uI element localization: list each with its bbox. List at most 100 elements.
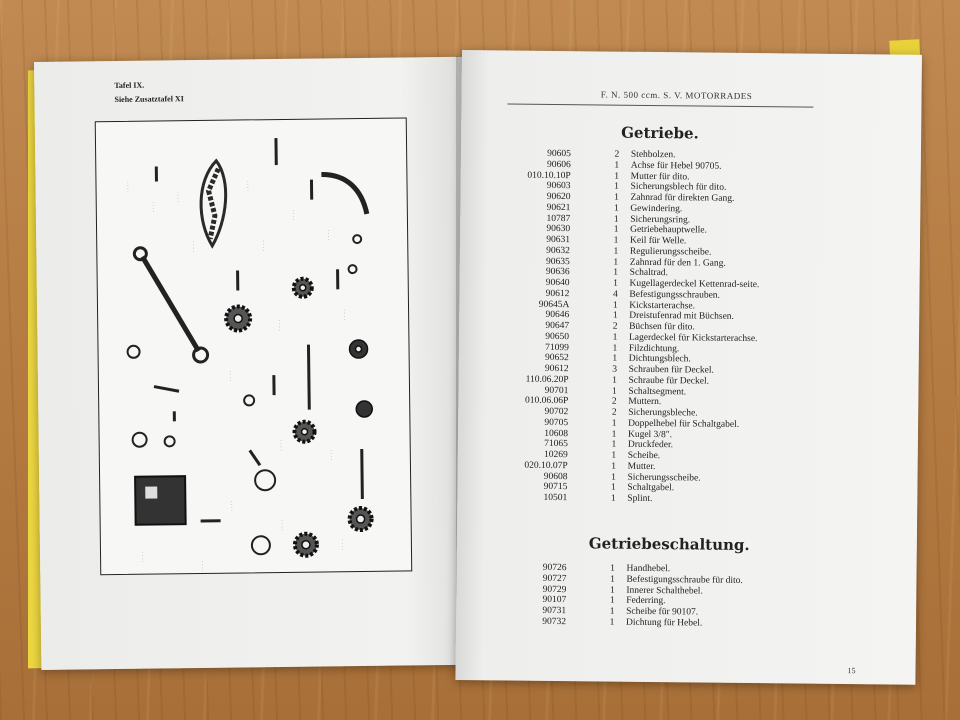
svg-text:· · · ·: · · · · — [341, 309, 347, 320]
part-quantity: 2 — [612, 321, 618, 332]
part-quantity: 4 — [613, 289, 618, 300]
part-description: Schaltgabel. — [627, 483, 675, 494]
running-header: F. N. 500 ccm. S. V. MOTORRADES — [600, 89, 753, 102]
part-description: Handhebel. — [626, 563, 671, 575]
part-description: Keil für Welle. — [629, 235, 687, 247]
part-quantity: 1 — [614, 160, 620, 171]
svg-text:· · · ·: · · · · — [290, 210, 296, 221]
right-page: F. N. 500 ccm. S. V. MOTORRADES Getriebe… — [455, 50, 922, 685]
part-quantity: 1 — [609, 617, 615, 628]
left-page: Tafel IX. Siehe Zusatztafel XI — [34, 56, 472, 670]
part-number-labels: · · · · · · · · · · · · · · · · · · · · … — [124, 180, 347, 572]
part-description: Druckfeder. — [627, 440, 674, 451]
part-description: Mutter. — [627, 461, 656, 472]
svg-text:· · · ·: · · · · — [278, 440, 284, 451]
svg-text:· · · ·: · · · · — [139, 552, 145, 563]
part-quantity: 1 — [612, 310, 618, 321]
part-description: Dichtung für Hebel. — [625, 617, 703, 629]
gear-drawings — [224, 276, 374, 558]
part-quantity: 1 — [613, 278, 618, 289]
svg-text:· · · ·: · · · · — [190, 241, 196, 252]
part-quantity: 1 — [612, 343, 618, 354]
part-quantity: 1 — [614, 192, 619, 203]
svg-text:· · · ·: · · · · — [325, 229, 331, 240]
part-description: Federring. — [626, 596, 666, 607]
section-title-getriebeschaltung: Getriebeschaltung. — [588, 534, 750, 555]
part-quantity: 1 — [613, 224, 619, 235]
part-quantity: 1 — [613, 246, 619, 257]
shaft-drawings — [153, 138, 364, 523]
part-description: Filzdichtung. — [628, 343, 680, 354]
page-number: 15 — [847, 666, 856, 676]
svg-text:· · · ·: · · · · — [124, 182, 130, 193]
part-quantity: 1 — [611, 461, 617, 472]
part-description: Sicherungsring. — [630, 214, 691, 225]
part-description: Innerer Schalthebel. — [626, 585, 703, 597]
svg-text:· · · ·: · · · · — [260, 240, 266, 251]
part-description: Regulierungsscheibe. — [629, 246, 712, 258]
part-quantity: 3 — [612, 364, 618, 375]
svg-text:· · · ·: · · · · — [279, 520, 285, 531]
svg-text:· · · ·: · · · · — [328, 449, 334, 460]
svg-text:· · · ·: · · · · — [175, 191, 181, 202]
part-description: Schraube für Deckel. — [628, 375, 710, 387]
exploded-parts-illustration: · · · · · · · · · · · · · · · · · · · · … — [94, 117, 413, 576]
part-quantity: 2 — [611, 407, 617, 418]
part-description: Scheibe für 90107. — [626, 606, 699, 618]
part-description: Büchsen für dito. — [629, 321, 695, 333]
part-quantity: 1 — [612, 300, 618, 311]
part-quantity: 2 — [614, 149, 620, 160]
part-quantity: 1 — [612, 375, 617, 386]
part-description: Getriebehauptwelle. — [630, 225, 707, 236]
supplement-note: Siehe Zusatztafel XI — [114, 94, 184, 105]
plate-label: Tafel IX. — [114, 80, 145, 91]
part-quantity: 1 — [614, 171, 620, 182]
part-description: Dichtungsblech. — [628, 354, 691, 365]
part-quantity: 1 — [612, 353, 618, 364]
part-quantity: 1 — [613, 214, 619, 225]
plate-heading: Tafel IX. Siehe Zusatztafel XI — [114, 78, 184, 107]
part-quantity: 1 — [611, 450, 617, 461]
part-quantity: 1 — [613, 203, 619, 214]
lever-drawing — [132, 246, 210, 364]
part-quantity: 1 — [614, 181, 620, 192]
chain-drawing — [199, 158, 228, 249]
part-description: Stehbolzen. — [630, 149, 676, 161]
part-quantity: 1 — [609, 595, 615, 606]
part-quantity: 1 — [609, 606, 615, 617]
part-description: Gewindering. — [630, 203, 683, 215]
part-description: Splint. — [627, 493, 653, 505]
svg-text:· · · ·: · · · · — [227, 371, 233, 382]
kickstarter-arm-drawing — [321, 171, 370, 215]
part-quantity: 1 — [610, 563, 616, 574]
part-quantity: 1 — [611, 429, 617, 440]
part-description: Schaltsegment. — [628, 386, 687, 397]
part-quantity: 1 — [611, 418, 617, 429]
part-description: Sicherungsbleche. — [628, 407, 698, 419]
part-quantity: 1 — [612, 386, 617, 397]
housing-drawing — [134, 475, 187, 526]
part-quantity: 2 — [611, 396, 617, 407]
part-quantity: 1 — [611, 472, 616, 483]
svg-text:· · · ·: · · · · — [199, 561, 205, 572]
part-description: Sicherungsscheibe. — [627, 472, 701, 484]
part-quantity: 1 — [612, 332, 618, 343]
part-description: Schaltrad. — [629, 268, 668, 279]
section-title-getriebe: Getriebe. — [621, 123, 699, 143]
header-rule — [507, 103, 814, 108]
part-quantity: 1 — [610, 493, 616, 504]
part-quantity: 1 — [613, 235, 619, 246]
part-number: 90732 — [542, 616, 567, 627]
parts-drawing: · · · · · · · · · · · · · · · · · · · · … — [124, 138, 374, 572]
part-description: Scheibe. — [627, 450, 661, 462]
svg-text:· · · ·: · · · · — [276, 320, 282, 331]
washer-drawings — [126, 234, 363, 556]
svg-text:· · · ·: · · · · — [339, 539, 345, 550]
part-quantity: 1 — [613, 267, 619, 278]
svg-text:· · · ·: · · · · — [244, 180, 250, 191]
svg-text:· · · ·: · · · · — [228, 501, 234, 512]
svg-text:· · · ·: · · · · — [150, 202, 156, 213]
part-quantity: 1 — [610, 482, 616, 493]
part-number: 10501 — [543, 492, 568, 504]
